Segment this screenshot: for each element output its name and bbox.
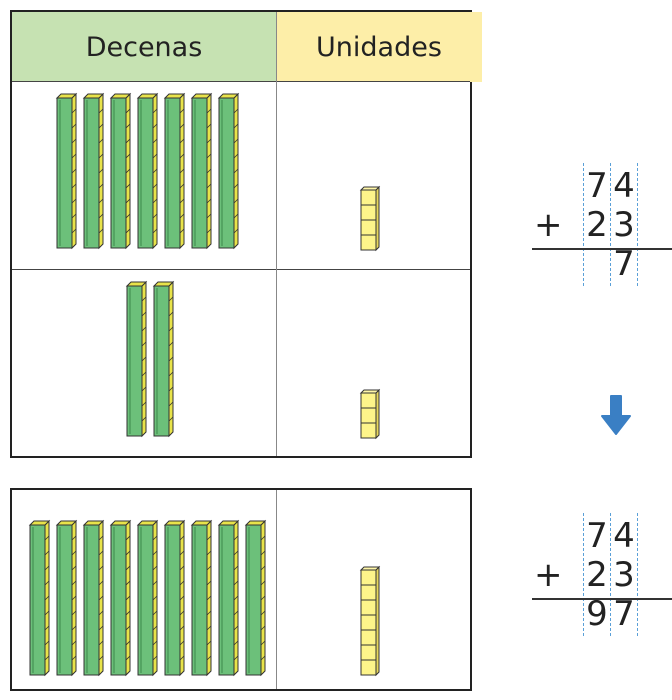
addend2-tens: 2 bbox=[586, 205, 608, 245]
ten-rod bbox=[136, 519, 159, 677]
result-units: 7 bbox=[613, 594, 635, 634]
result-tens: 9 bbox=[586, 594, 608, 634]
guide-line bbox=[637, 513, 638, 636]
addend1-units: 4 bbox=[613, 516, 635, 556]
ten-rod bbox=[125, 280, 148, 438]
plus-sign: + bbox=[534, 205, 563, 245]
guide-line bbox=[637, 163, 638, 286]
ten-rod bbox=[109, 92, 132, 250]
ten-rod bbox=[217, 92, 240, 250]
addend2-units: 3 bbox=[613, 555, 635, 595]
row-divider bbox=[12, 269, 470, 270]
sum-line bbox=[532, 598, 672, 600]
addend1-units: 4 bbox=[613, 166, 635, 206]
ten-rod bbox=[190, 92, 213, 250]
ten-rod bbox=[244, 519, 267, 677]
ten-rod bbox=[55, 92, 78, 250]
ten-rod bbox=[190, 519, 213, 677]
ten-rod bbox=[28, 519, 51, 677]
header-divider bbox=[12, 81, 470, 82]
addend1-tens: 7 bbox=[586, 516, 608, 556]
guide-line bbox=[583, 513, 584, 636]
header-tens: Decenas bbox=[12, 12, 276, 82]
unit-cubes bbox=[359, 185, 381, 252]
unit-cubes bbox=[359, 565, 381, 677]
ten-rod bbox=[109, 519, 132, 677]
ten-rod bbox=[152, 280, 175, 438]
ten-rod bbox=[82, 92, 105, 250]
column-divider bbox=[276, 12, 277, 456]
guide-line bbox=[610, 513, 611, 636]
guide-line bbox=[583, 163, 584, 286]
arrow-down-icon bbox=[601, 395, 631, 435]
unit-cubes bbox=[359, 388, 381, 440]
ten-rod bbox=[82, 519, 105, 677]
sum-line bbox=[532, 248, 672, 250]
addend2-tens: 2 bbox=[586, 555, 608, 595]
header-units: Unidades bbox=[276, 12, 482, 82]
result-table bbox=[10, 488, 472, 691]
guide-line bbox=[610, 163, 611, 286]
ten-rod bbox=[163, 519, 186, 677]
ten-rod bbox=[55, 519, 78, 677]
ten-rod bbox=[136, 92, 159, 250]
ten-rod bbox=[217, 519, 240, 677]
place-value-table: Decenas Unidades bbox=[10, 10, 482, 458]
plus-sign: + bbox=[534, 555, 563, 595]
addend1-tens: 7 bbox=[586, 166, 608, 206]
result-column-divider bbox=[276, 490, 277, 689]
result-units: 7 bbox=[613, 244, 635, 284]
addend2-units: 3 bbox=[613, 205, 635, 245]
ten-rod bbox=[163, 92, 186, 250]
